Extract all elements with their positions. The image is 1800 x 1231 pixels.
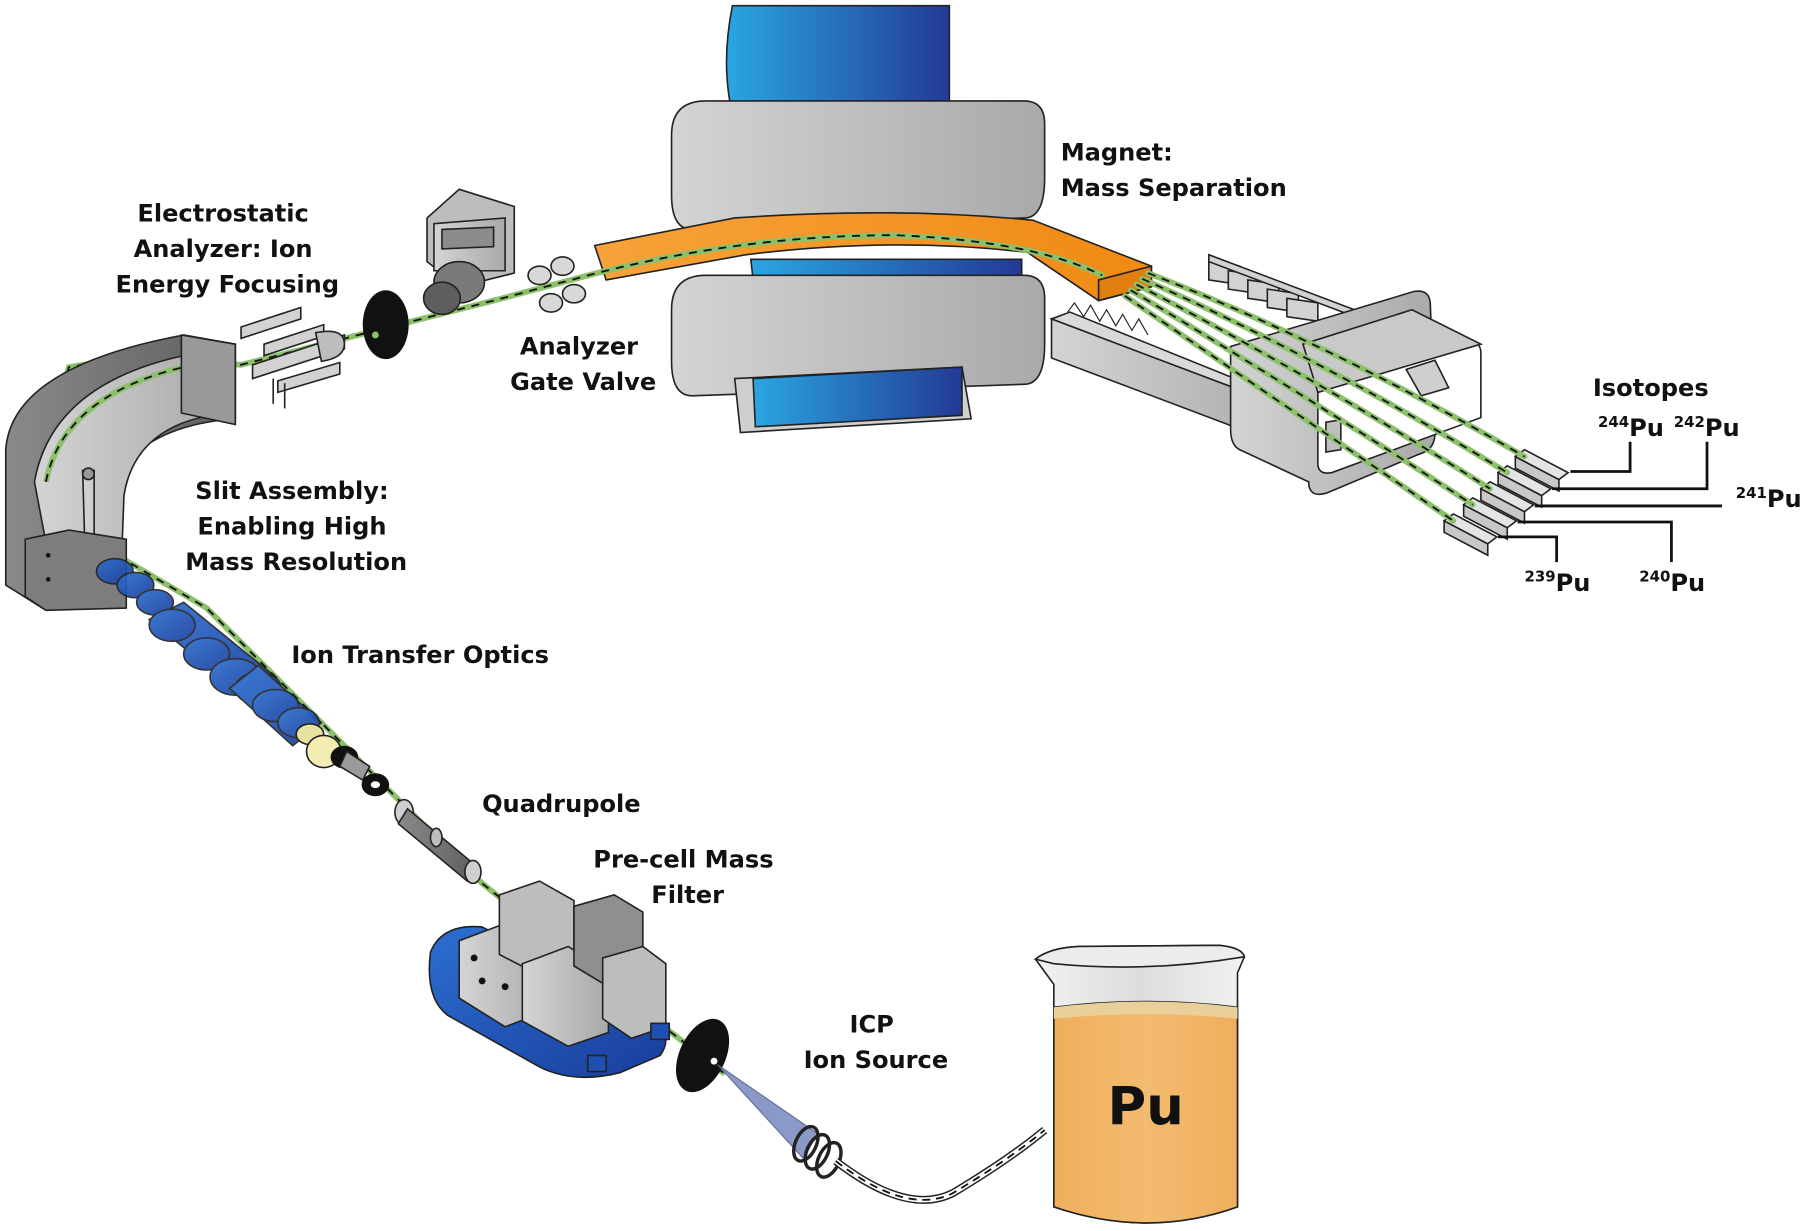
isotope-label-241: 241Pu [1736,484,1800,513]
isotope-leaders [1498,441,1722,563]
quadrupole [394,798,482,885]
isotope-label-240: 240Pu [1639,568,1705,597]
sample-label: Pu [1108,1076,1184,1137]
leader-244 [1570,441,1632,473]
magnet-yoke-lower [670,274,1046,397]
labels: Electrostatic Analyzer: Ion Energy Focus… [116,139,1800,1074]
isotope-label-244: 244Pu [1598,413,1664,442]
magnet-yoke-upper [670,100,1046,231]
isotope-beams [1122,270,1528,524]
sampler-cone [675,1018,730,1093]
isotope-label-239: 239Pu [1524,568,1590,597]
label-ion-transfer-optics: Ion Transfer Optics [291,641,549,669]
label-slit-assembly: Slit Assembly: Enabling High Mass Resolu… [185,477,407,576]
esa-entrance-lens [240,306,346,409]
leader-240 [1517,520,1673,563]
label-isotopes-heading: Isotopes [1593,374,1709,402]
sample-uptake-tube [835,1129,1046,1201]
label-icp-ion-source: ICP Ion Source [804,1011,949,1075]
faraday-cups [1442,448,1570,557]
electrostatic-analyzer [4,334,237,612]
label-pre-cell-mass-filter: Pre-cell Mass Filter [593,845,782,909]
leader-239 [1498,535,1559,563]
label-electrostatic-analyzer: Electrostatic Analyzer: Ion Energy Focus… [116,199,340,298]
magnet-coil-bottom [752,366,963,428]
label-analyzer-gate-valve: Analyzer Gate Valve [510,333,656,397]
label-quadrupole: Quadrupole [482,790,641,818]
leader-242 [1552,441,1709,491]
pre-cell-mass-filter [428,880,671,1079]
icp-ion-source [675,1018,1048,1204]
analyzer-gate-valve [362,188,587,360]
plasma-torch [717,1064,819,1160]
ion-transfer-optics [95,557,390,797]
aperture-disc [362,290,409,360]
magnet [593,4,1153,434]
label-magnet: Magnet: Mass Separation [1061,139,1287,203]
isotope-label-242: 242Pu [1674,413,1740,442]
sample-beaker: Pu [1033,944,1246,1224]
